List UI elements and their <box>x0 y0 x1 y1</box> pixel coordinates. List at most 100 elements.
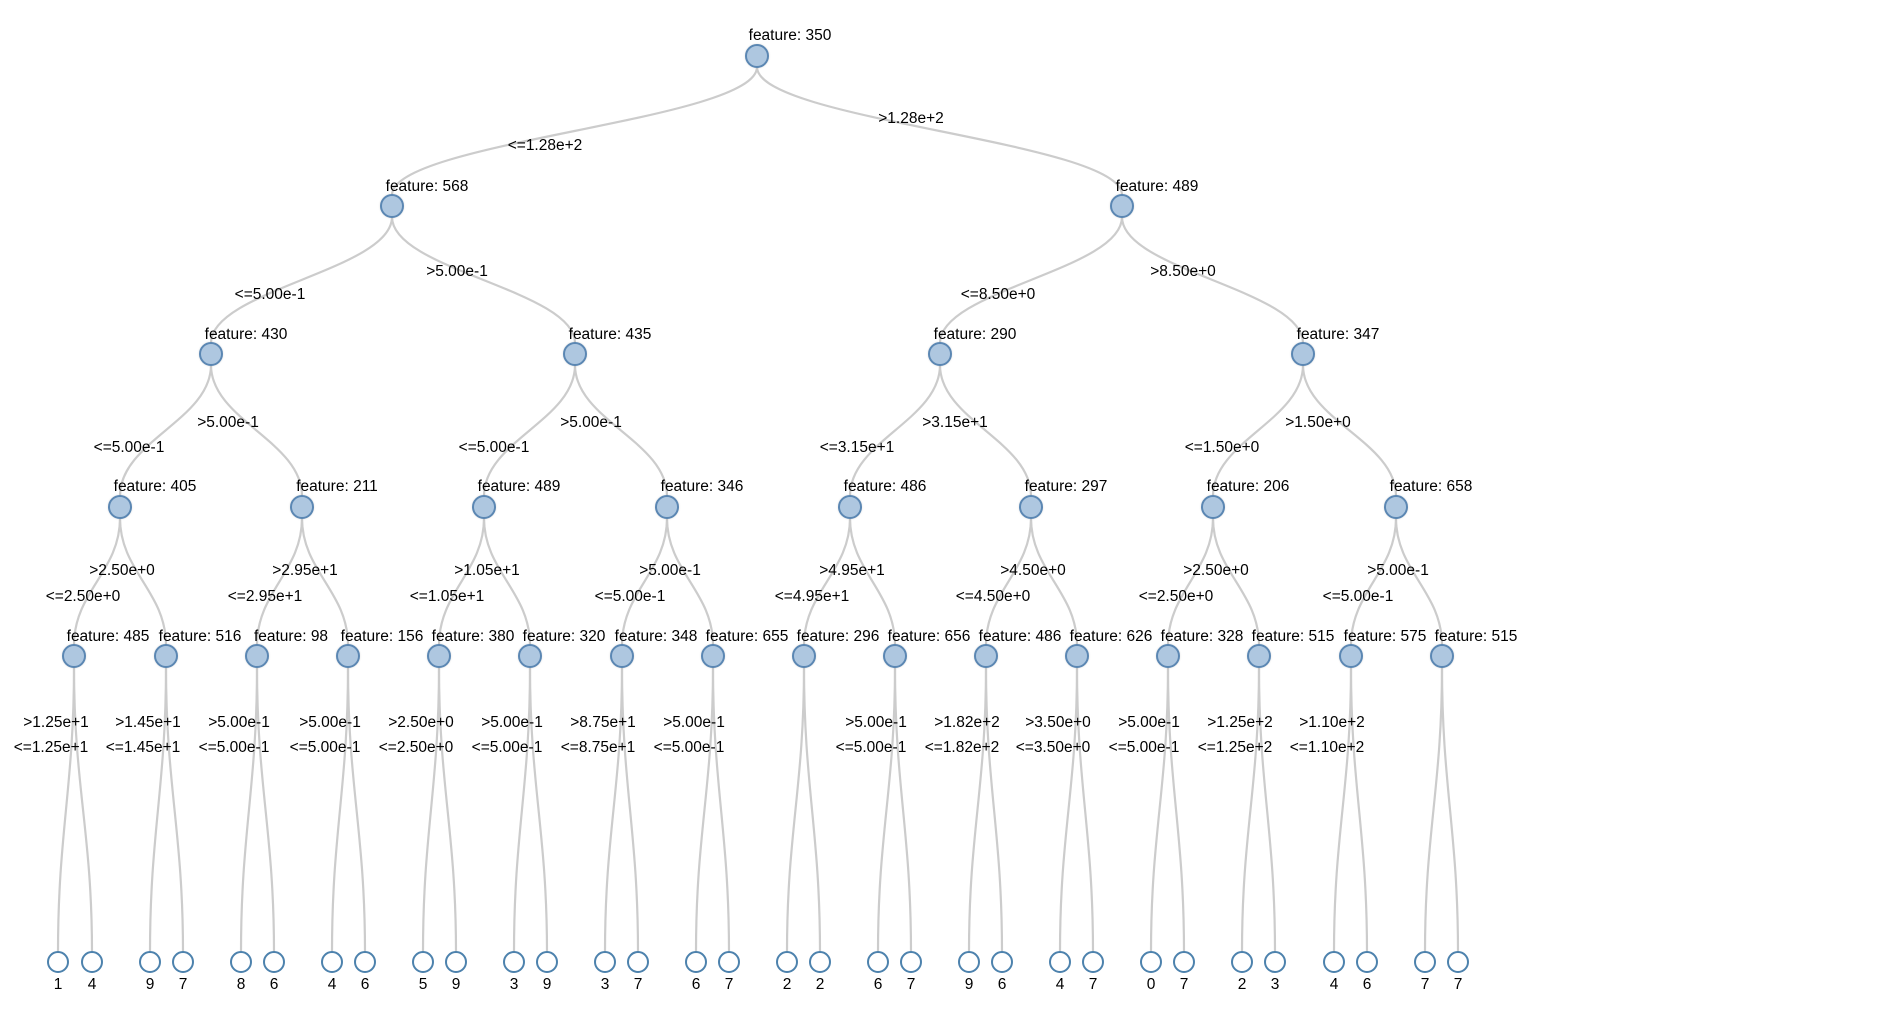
tree-leaf-node[interactable] <box>263 951 285 973</box>
tree-leaf-node[interactable] <box>1231 951 1253 973</box>
edge-threshold-label: <=5.00e-1 <box>594 588 666 605</box>
tree-leaf-node[interactable] <box>594 951 616 973</box>
tree-leaf-node[interactable] <box>867 951 889 973</box>
tree-leaf-node[interactable] <box>1173 951 1195 973</box>
node-feature-label: feature: 296 <box>796 628 880 645</box>
tree-leaf-node[interactable] <box>81 951 103 973</box>
edge-threshold-label: <=8.75e+1 <box>560 739 636 756</box>
tree-internal-node[interactable] <box>1019 495 1043 519</box>
tree-internal-node[interactable] <box>792 644 816 668</box>
tree-internal-node[interactable] <box>838 495 862 519</box>
tree-edge <box>255 516 304 647</box>
tree-internal-node[interactable] <box>1430 644 1454 668</box>
node-feature-label: feature: 348 <box>614 628 698 645</box>
edge-threshold-label: >1.50e+0 <box>1285 414 1351 431</box>
tree-leaf-node[interactable] <box>900 951 922 973</box>
tree-leaf-node[interactable] <box>1356 951 1378 973</box>
tree-leaf-node[interactable] <box>958 951 980 973</box>
tree-internal-node[interactable] <box>1247 644 1271 668</box>
node-feature-label: feature: 486 <box>978 628 1062 645</box>
tree-internal-node[interactable] <box>62 644 86 668</box>
tree-internal-node[interactable] <box>290 495 314 519</box>
tree-edge <box>1029 516 1079 647</box>
edge-threshold-label: <=2.95e+1 <box>227 588 303 605</box>
tree-leaf-node[interactable] <box>47 951 69 973</box>
tree-internal-node[interactable] <box>655 495 679 519</box>
tree-internal-node[interactable] <box>245 644 269 668</box>
edge-threshold-label: <=3.15e+1 <box>819 439 895 456</box>
tree-leaf-node[interactable] <box>1049 951 1071 973</box>
tree-internal-node[interactable] <box>1110 194 1134 218</box>
node-feature-label: feature: 290 <box>933 326 1017 343</box>
tree-leaf-node[interactable] <box>354 951 376 973</box>
tree-edge <box>482 516 532 647</box>
tree-leaf-node[interactable] <box>139 951 161 973</box>
tree-internal-node[interactable] <box>154 644 178 668</box>
tree-leaf-node[interactable] <box>412 951 434 973</box>
tree-internal-node[interactable] <box>1291 342 1315 366</box>
node-feature-label: feature: 328 <box>1160 628 1244 645</box>
tree-edge <box>437 665 458 954</box>
tree-leaf-node[interactable] <box>718 951 740 973</box>
edge-threshold-label: <=5.00e-1 <box>458 439 530 456</box>
node-feature-label: feature: 568 <box>385 178 469 195</box>
tree-leaf-node[interactable] <box>321 951 343 973</box>
tree-internal-node[interactable] <box>974 644 998 668</box>
tree-leaf-node[interactable] <box>1447 951 1469 973</box>
tree-leaf-node[interactable] <box>230 951 252 973</box>
leaf-class-label: 9 <box>451 976 461 993</box>
tree-leaf-node[interactable] <box>991 951 1013 973</box>
tree-leaf-node[interactable] <box>1082 951 1104 973</box>
tree-internal-node[interactable] <box>1065 644 1089 668</box>
tree-leaf-node[interactable] <box>1140 951 1162 973</box>
tree-internal-node[interactable] <box>199 342 223 366</box>
tree-internal-node[interactable] <box>928 342 952 366</box>
tree-internal-node[interactable] <box>563 342 587 366</box>
tree-leaf-node[interactable] <box>809 951 831 973</box>
edge-threshold-label: >5.00e-1 <box>1118 714 1180 731</box>
tree-leaf-node[interactable] <box>1414 951 1436 973</box>
tree-leaf-node[interactable] <box>445 951 467 973</box>
tree-leaf-node[interactable] <box>627 951 649 973</box>
tree-edge <box>967 665 988 954</box>
tree-internal-node[interactable] <box>1156 644 1180 668</box>
tree-edge <box>620 516 669 647</box>
tree-edge <box>694 665 715 954</box>
tree-leaf-node[interactable] <box>1264 951 1286 973</box>
tree-leaf-node[interactable] <box>172 951 194 973</box>
leaf-class-label: 2 <box>1237 976 1247 993</box>
tree-leaf-node[interactable] <box>503 951 525 973</box>
tree-internal-node[interactable] <box>380 194 404 218</box>
tree-leaf-node[interactable] <box>685 951 707 973</box>
tree-edge <box>118 363 213 498</box>
tree-internal-node[interactable] <box>745 44 769 68</box>
leaf-class-label: 7 <box>1179 976 1189 993</box>
node-feature-label: feature: 156 <box>340 628 424 645</box>
tree-leaf-node[interactable] <box>536 951 558 973</box>
tree-edge <box>938 215 1124 345</box>
tree-leaf-node[interactable] <box>776 951 798 973</box>
tree-internal-node[interactable] <box>1339 644 1363 668</box>
tree-internal-node[interactable] <box>883 644 907 668</box>
tree-internal-node[interactable] <box>427 644 451 668</box>
tree-internal-node[interactable] <box>1384 495 1408 519</box>
tree-internal-node[interactable] <box>108 495 132 519</box>
tree-internal-node[interactable] <box>518 644 542 668</box>
tree-edge <box>346 665 367 954</box>
node-feature-label: feature: 575 <box>1343 628 1427 645</box>
edge-threshold-label: <=2.50e+0 <box>1138 588 1214 605</box>
edge-threshold-label: >2.50e+0 <box>388 714 454 731</box>
leaf-class-label: 6 <box>360 976 370 993</box>
tree-internal-node[interactable] <box>336 644 360 668</box>
tree-edge <box>1349 516 1398 647</box>
tree-internal-node[interactable] <box>472 495 496 519</box>
tree-internal-node[interactable] <box>610 644 634 668</box>
tree-leaf-node[interactable] <box>1323 951 1345 973</box>
tree-internal-node[interactable] <box>701 644 725 668</box>
tree-edge <box>209 363 304 498</box>
edge-threshold-label: >8.75e+1 <box>570 714 636 731</box>
leaf-class-label: 7 <box>906 976 916 993</box>
edge-threshold-label: >1.25e+1 <box>23 714 89 731</box>
tree-internal-node[interactable] <box>1201 495 1225 519</box>
